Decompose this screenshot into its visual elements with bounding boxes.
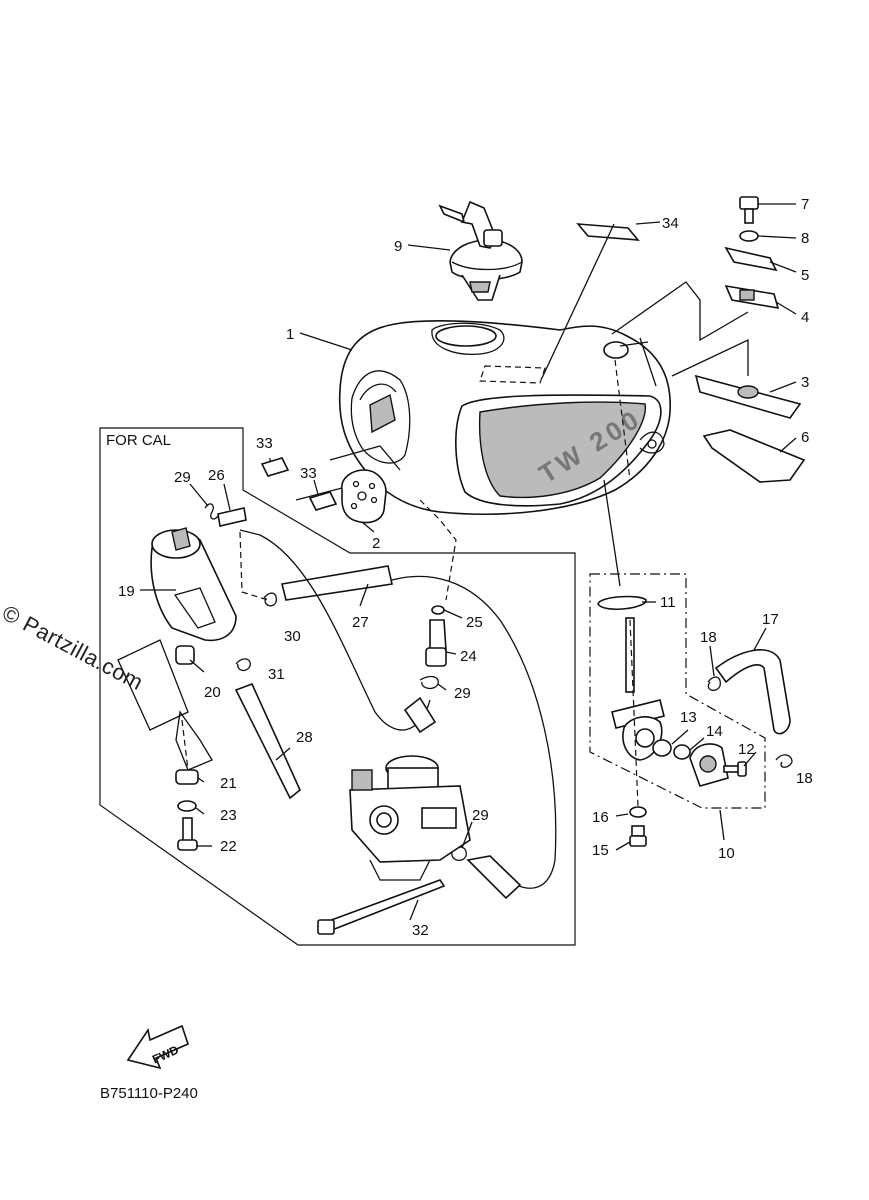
callout-10: 10 bbox=[718, 845, 735, 862]
callout-14: 14 bbox=[706, 723, 723, 740]
callout-7: 7 bbox=[801, 196, 809, 213]
callout-18-a: 18 bbox=[700, 629, 717, 646]
plate-6 bbox=[702, 429, 806, 483]
callout-30: 30 bbox=[284, 628, 301, 645]
gasket-11 bbox=[597, 595, 647, 610]
fuel-tank bbox=[338, 320, 671, 515]
grommet-20 bbox=[175, 645, 195, 665]
oring-14 bbox=[673, 744, 691, 760]
callout-24: 24 bbox=[460, 648, 477, 665]
hose-26 bbox=[217, 507, 247, 527]
bolt-22 bbox=[177, 817, 198, 851]
bracket-5 bbox=[724, 246, 778, 272]
callout-17: 17 bbox=[762, 611, 779, 628]
callout-2: 2 bbox=[372, 535, 380, 552]
callout-19: 19 bbox=[118, 583, 135, 600]
callout-9: 9 bbox=[394, 238, 402, 255]
cable-tie-32 bbox=[317, 879, 446, 935]
callout-29-c: 29 bbox=[472, 807, 489, 824]
callout-16: 16 bbox=[592, 809, 609, 826]
callout-22: 22 bbox=[220, 838, 237, 855]
hose-28 bbox=[234, 682, 301, 800]
callout-18-b: 18 bbox=[796, 770, 813, 787]
callout-8: 8 bbox=[801, 230, 809, 247]
bracket-3 bbox=[694, 374, 802, 419]
clip-30 bbox=[263, 592, 277, 607]
callout-25: 25 bbox=[466, 614, 483, 631]
fuel-pump-19 bbox=[150, 527, 237, 642]
callout-23: 23 bbox=[220, 807, 237, 824]
callout-13: 13 bbox=[680, 709, 697, 726]
callout-34: 34 bbox=[662, 215, 679, 232]
callout-28: 28 bbox=[296, 729, 313, 746]
callout-27: 27 bbox=[352, 614, 369, 631]
bracket-pump bbox=[117, 639, 213, 771]
fwd-arrow-icon: FWD bbox=[126, 1024, 189, 1070]
callout-33-a: 33 bbox=[256, 435, 273, 452]
damper-33-a bbox=[260, 457, 290, 477]
callout-5: 5 bbox=[801, 267, 809, 284]
washer-16 bbox=[629, 806, 647, 818]
damper-4 bbox=[724, 284, 780, 310]
clip-29-b bbox=[419, 675, 439, 690]
lever-cover bbox=[689, 743, 729, 787]
callout-6: 6 bbox=[801, 429, 809, 446]
diagram-code: B751110-P240 bbox=[100, 1085, 198, 1102]
callout-29-a: 29 bbox=[174, 469, 191, 486]
callout-32: 32 bbox=[412, 922, 429, 939]
for-cal-box bbox=[99, 427, 576, 946]
clip-18-a bbox=[707, 676, 721, 692]
callout-4: 4 bbox=[801, 309, 809, 326]
clip-29-a bbox=[204, 503, 219, 520]
hose-lines bbox=[239, 529, 431, 731]
clip-31 bbox=[235, 658, 251, 672]
callout-labels: 1 2 3 4 5 6 7 8 9 10 11 12 13 14 15 16 1… bbox=[118, 196, 813, 939]
callout-29-b: 29 bbox=[454, 685, 471, 702]
fuel-cap bbox=[449, 239, 523, 301]
washer-23 bbox=[177, 800, 197, 812]
callout-33-b: 33 bbox=[300, 465, 317, 482]
drain-bolt-15 bbox=[629, 825, 647, 847]
callout-3: 3 bbox=[801, 374, 809, 391]
callout-11: 11 bbox=[660, 594, 676, 611]
fuel-cock-10 bbox=[611, 617, 665, 761]
hose-17 bbox=[714, 649, 791, 735]
fitting-24 bbox=[425, 619, 447, 667]
oring-25 bbox=[431, 605, 445, 615]
damper-2 bbox=[341, 469, 387, 524]
washer-8 bbox=[739, 230, 759, 242]
key-icon bbox=[438, 200, 503, 249]
callout-26: 26 bbox=[208, 467, 225, 484]
callout-12: 12 bbox=[738, 741, 755, 758]
bolt-7 bbox=[739, 196, 759, 224]
callout-1: 1 bbox=[286, 326, 294, 343]
clip-18-b bbox=[775, 754, 793, 768]
gasket-13 bbox=[652, 739, 672, 757]
callout-20: 20 bbox=[204, 684, 221, 701]
decal-34 bbox=[576, 223, 640, 241]
hose-27 bbox=[281, 565, 393, 601]
fuel-cock-box bbox=[589, 573, 766, 809]
leader-lines bbox=[140, 203, 797, 921]
callout-31: 31 bbox=[268, 666, 285, 683]
carburetor bbox=[349, 755, 471, 881]
collar-21 bbox=[175, 769, 199, 785]
damper-33-b bbox=[308, 491, 338, 511]
callout-15: 15 bbox=[592, 842, 609, 859]
for-cal-label: FOR CAL bbox=[106, 432, 171, 449]
guide-lines bbox=[181, 281, 749, 807]
callout-21: 21 bbox=[220, 775, 237, 792]
